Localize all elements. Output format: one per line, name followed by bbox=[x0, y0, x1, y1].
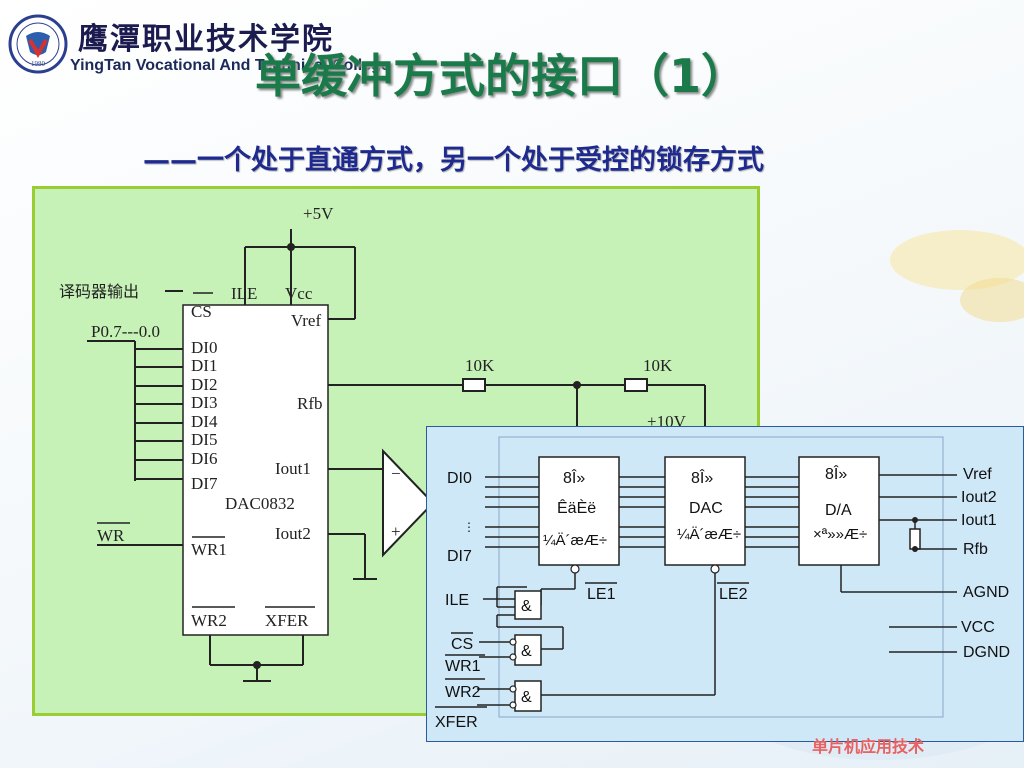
school-logo: 1980 bbox=[8, 14, 68, 74]
decoder-output-label: 译码器输出 bbox=[59, 283, 139, 301]
pin-di5-label: DI5 bbox=[191, 430, 217, 449]
block-xfer-label: XFER bbox=[435, 714, 478, 731]
school-name-en: YingTan Vocational And Technical College bbox=[70, 57, 390, 74]
and-gate-3-symbol: & bbox=[521, 689, 532, 706]
block3-line1: 8Î» bbox=[825, 464, 847, 483]
out-dgnd-label: DGND bbox=[963, 644, 1010, 661]
block-wr2-label: WR2 bbox=[445, 684, 481, 701]
logo-year: 1980 bbox=[31, 60, 46, 68]
block-di7-label: DI7 bbox=[447, 548, 472, 565]
opamp-plus-label: + bbox=[391, 522, 401, 541]
resistor-2-label: 10K bbox=[643, 356, 673, 375]
block2-line2: DAC bbox=[689, 500, 723, 517]
le1-label: LE1 bbox=[587, 586, 616, 603]
pin-di4-label: DI4 bbox=[191, 412, 218, 431]
pin-di7-label: DI7 bbox=[191, 474, 218, 493]
wr-signal-label: WR bbox=[97, 526, 125, 545]
port-p0-label: P0.7---0.0 bbox=[91, 322, 160, 341]
block1-line1: 8Î» bbox=[563, 468, 585, 487]
pin-cs-label: CS bbox=[191, 302, 212, 321]
pin-di1-label: DI1 bbox=[191, 356, 217, 375]
supply-5v-label: +5V bbox=[303, 204, 334, 223]
block2-line1: 8Î» bbox=[691, 468, 713, 487]
out-vcc-label: VCC bbox=[961, 619, 995, 636]
pin-vref-label: Vref bbox=[291, 311, 321, 330]
block-cs-label: CS bbox=[451, 636, 473, 653]
slide-subtitle: ——一个处于直通方式，另一个处于受控的锁存方式 bbox=[143, 145, 764, 176]
pin-di6-label: DI6 bbox=[191, 449, 217, 468]
pin-wr1-label: WR1 bbox=[191, 540, 227, 559]
pin-di2-label: DI2 bbox=[191, 375, 217, 394]
block1-line2: ÊäÈë bbox=[557, 498, 596, 517]
pin-di3-label: DI3 bbox=[191, 393, 217, 412]
pin-xfer-label: XFER bbox=[265, 611, 309, 630]
out-agnd-label: AGND bbox=[963, 584, 1009, 601]
chip-name-label: DAC0832 bbox=[225, 494, 295, 513]
block-bus-dots: ⋮ bbox=[463, 520, 475, 534]
out-vref-label: Vref bbox=[963, 466, 992, 483]
block-wr1-label: WR1 bbox=[445, 658, 481, 675]
opamp-minus-label: − bbox=[391, 464, 401, 483]
out-iout2-label: Iout2 bbox=[961, 489, 997, 506]
out-rfb-label: Rfb bbox=[963, 541, 988, 558]
and-gate-2-symbol: & bbox=[521, 643, 532, 660]
out-iout1-label: Iout1 bbox=[961, 512, 997, 529]
dac0832-block-diagram: DI0 ⋮ DI7 ILE CS WR1 WR2 XFER 8Î» ÊäÈë ¼… bbox=[426, 426, 1024, 742]
block1-line3: ¼Ä´æÆ÷ bbox=[543, 532, 607, 549]
block3-line2: D/A bbox=[825, 502, 852, 519]
pin-ile-label: ILE bbox=[231, 284, 257, 303]
footer-course-title: 单片机应用技术 bbox=[812, 737, 925, 756]
and-gate-1-symbol: & bbox=[521, 598, 532, 615]
le2-label: LE2 bbox=[719, 586, 748, 603]
pin-vcc-label: Vcc bbox=[285, 284, 313, 303]
pin-di0-label: DI0 bbox=[191, 338, 217, 357]
pin-rfb-label: Rfb bbox=[297, 394, 323, 413]
slide-title: 单缓冲方式的接口（1） bbox=[255, 49, 748, 103]
block3-line3: ×ª»»Æ÷ bbox=[813, 526, 867, 543]
block2-line3: ¼Ä´æÆ÷ bbox=[677, 526, 741, 543]
school-name-cn: 鹰潭职业技术学院 bbox=[78, 22, 334, 57]
pin-iout2-label: Iout2 bbox=[275, 524, 311, 543]
pin-iout1-label: Iout1 bbox=[275, 459, 311, 478]
block-di0-label: DI0 bbox=[447, 470, 472, 487]
block-ile-label: ILE bbox=[445, 592, 469, 609]
pin-wr2-label: WR2 bbox=[191, 611, 227, 630]
resistor-1-label: 10K bbox=[465, 356, 495, 375]
